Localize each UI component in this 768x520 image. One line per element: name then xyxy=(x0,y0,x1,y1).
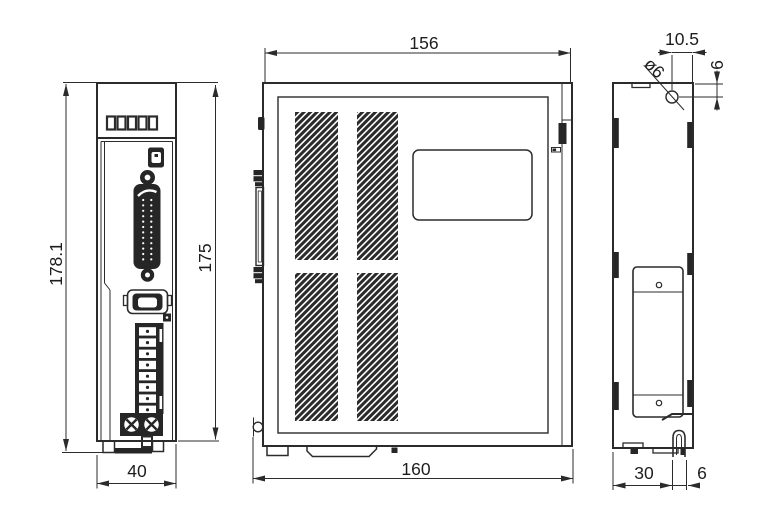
front-case-seams xyxy=(100,141,173,441)
rear-view: 10.5 6 ø6 30 6 xyxy=(612,29,727,490)
side-feet xyxy=(266,446,398,458)
power-terminal-icon xyxy=(120,413,163,436)
dim-label-hole-to-edge: 10.5 xyxy=(665,29,699,49)
side-view: 156 160 xyxy=(252,33,574,484)
nameplate-label xyxy=(412,149,533,221)
dim-label-body-height: 175 xyxy=(195,243,215,272)
dim-label-rail-width: 30 xyxy=(634,463,654,483)
side-cover-panel xyxy=(277,96,549,434)
io-connector-icon xyxy=(133,170,161,282)
dim-label-front-width: 40 xyxy=(127,461,147,481)
rear-dimensions: 10.5 6 ø6 30 6 xyxy=(612,29,727,490)
front-display-panel xyxy=(96,82,177,142)
rear-body-outline xyxy=(612,82,694,449)
dim-label-side-bottom-width: 160 xyxy=(401,459,430,479)
front-dimensions: 178.1 175 40 xyxy=(46,82,219,489)
mounting-hole xyxy=(665,90,679,104)
front-view: 178.1 175 40 xyxy=(46,82,219,489)
side-left-edge-connectors xyxy=(252,117,265,437)
terminal-cells xyxy=(139,327,156,414)
encoder-connector-icon xyxy=(122,289,173,315)
front-feet xyxy=(102,435,165,454)
rear-mounting-plate xyxy=(632,266,693,421)
dim-label-side-top-width: 156 xyxy=(409,33,438,53)
indicator-icon xyxy=(163,313,171,322)
side-dimensions: 156 160 xyxy=(252,33,574,484)
seven-segment-display-icon xyxy=(105,115,159,131)
rear-feet xyxy=(622,429,686,457)
dim-label-total-height: 178.1 xyxy=(46,242,66,286)
dim-label-hole-from-top: 6 xyxy=(707,60,727,70)
dim-label-hole-diameter: ø6 xyxy=(640,54,669,83)
side-right-edge-details xyxy=(551,83,572,446)
ventilation-slots xyxy=(295,112,398,421)
mounting-tabs xyxy=(613,118,693,410)
rear-top-notch xyxy=(631,83,651,89)
io-connector-pins xyxy=(142,198,153,261)
din-rail-clip xyxy=(672,429,686,457)
terminal-block-icon xyxy=(135,323,164,414)
dim-label-clip-width: 6 xyxy=(697,463,707,483)
mini-usb-connector-icon xyxy=(148,147,164,168)
